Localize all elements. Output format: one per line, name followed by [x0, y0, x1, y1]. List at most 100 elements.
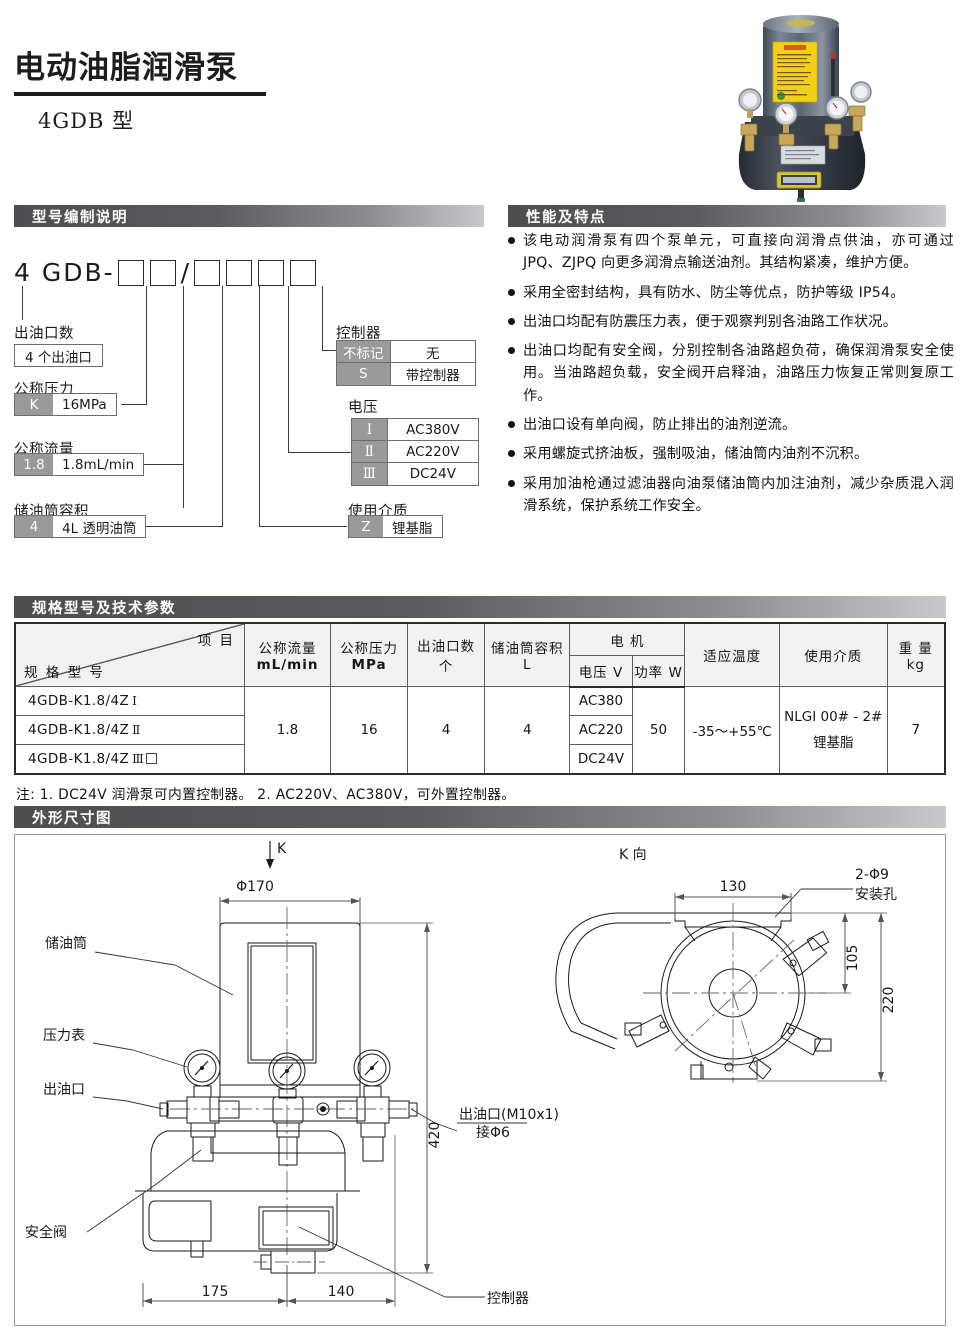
model-code-diagram: 4 GDB - / 出油口数 4 个出油口 公称压力: [0, 248, 500, 558]
label-mount-hole-2: 安装孔: [855, 887, 897, 903]
section-title-spec-table: 规格型号及技术参数: [32, 600, 176, 617]
leader-medium-h: [259, 526, 347, 527]
controller-desc-1: 无: [390, 341, 475, 362]
dim-top-half: 105: [845, 945, 861, 972]
col-header-pressure-unit: MPa: [351, 657, 387, 673]
bullet-icon: [508, 347, 515, 355]
dim-top-width: 130: [720, 879, 747, 895]
voltage-row-1: Ⅰ AC380V: [352, 419, 478, 441]
cell-medium-line1: NLGI 00# - 2#: [784, 708, 883, 725]
voltage-code-1: Ⅰ: [352, 419, 388, 440]
caption-voltage: 电压: [348, 400, 378, 416]
table-note: 注: 1. DC24V 润滑泵可内置控制器。 2. AC220V、AC380V，…: [16, 787, 516, 803]
voltage-code-3: Ⅲ: [352, 463, 388, 485]
controller-code-2: S: [337, 363, 391, 385]
leader-controller-h: [322, 350, 336, 351]
chip-flow-desc: 1.8mL/min: [53, 454, 144, 475]
code-box-3: [194, 259, 221, 286]
leader-voltage-v: [288, 286, 289, 452]
dimension-drawing: K Φ170 420 175 140 储油筒 压力表 出油口 安全阀 控制器 出…: [14, 834, 946, 1326]
col-header-flow-unit: mL/min: [256, 657, 319, 673]
table-header-row-1: 项 目 规 格 型 号 公称流量 mL/min 公称压力 MPa 出油口数: [14, 622, 946, 687]
voltage-row-2: Ⅱ AC220V: [352, 441, 478, 463]
col-header-weight-label: 重 量: [898, 641, 933, 657]
leader-controller-v: [322, 286, 323, 350]
model-code-string: 4 GDB - /: [14, 258, 319, 287]
feature-item: 出油口均配有防震压力表，便于观察判别各油路工作状况。: [508, 311, 954, 333]
col-header-outlets-label: 出油口数: [417, 639, 476, 655]
cell-weight: 7: [886, 686, 946, 774]
cell-voltage-2: AC220: [569, 715, 633, 745]
leader-flow-v: [183, 286, 184, 508]
model-name-2-text: 4GDB-K1.8/4Z: [28, 722, 130, 738]
chip-reservoir: 4 4L 透明油筒: [14, 515, 147, 538]
corner-label-model: 规 格 型 号: [24, 665, 105, 681]
col-header-pressure: 公称压力 MPa: [330, 622, 409, 687]
col-header-motor-group: 电 机: [569, 622, 686, 657]
feature-text: 采用螺旋式挤油板，强制吸油，储油筒内油剂不沉积。: [523, 446, 869, 463]
label-k-view: K 向: [619, 847, 647, 863]
model-code-dash: -: [103, 258, 115, 287]
dim-diameter-top: Φ170: [236, 879, 274, 895]
cell-voltage-1: AC380: [569, 686, 633, 716]
feature-item: 采用加油枪通过滤油器向油泵储油筒内加注油剂，减少杂质混入润滑系统，保护系统工作安…: [508, 473, 954, 518]
col-header-weight-unit: kg: [906, 657, 925, 673]
table-controller: 不标记 无 S 带控制器: [336, 340, 476, 386]
feature-item: 采用螺旋式挤油板，强制吸油，储油筒内油剂不沉积。: [508, 443, 954, 465]
col-header-pressure-label: 公称压力: [340, 641, 399, 657]
voltage-desc-3: DC24V: [387, 463, 478, 485]
code-box-6: [290, 259, 317, 286]
caption-controller: 控制器: [336, 326, 381, 342]
chip-flow-code: 1.8: [15, 454, 53, 475]
label-reservoir: 储油筒: [45, 935, 87, 952]
cell-temperature: -35～+55℃: [684, 686, 780, 774]
model-code-slash: /: [180, 258, 190, 287]
col-header-outlets-unit: 个: [438, 659, 454, 675]
label-outlet: 出油口: [43, 1082, 85, 1098]
cell-voltage-3: DC24V: [569, 744, 633, 774]
leader-pressure-v: [146, 286, 147, 404]
label-outlet-thread-1: 出油口(M10x1): [459, 1107, 559, 1123]
dim-width-left: 175: [202, 1284, 229, 1300]
col-header-reservoir-label: 储油筒容积: [491, 641, 564, 657]
cell-outlets: 4: [407, 686, 486, 774]
voltage-desc-1: AC380V: [387, 419, 478, 440]
spec-table: 项 目 规 格 型 号 公称流量 mL/min 公称压力 MPa 出油口数: [14, 622, 946, 775]
chip-outlets: 4 个出油口: [14, 344, 103, 367]
section-header-model-code: 型号编制说明: [14, 205, 484, 227]
chip-reservoir-code: 4: [15, 516, 53, 537]
dim-top-total: 220: [881, 987, 897, 1014]
col-header-medium: 使用介质: [778, 622, 888, 687]
feature-item: 该电动润滑泵有四个泵单元，可直接向润滑点供油，亦可通过 JPQ、ZJPQ 向更多…: [508, 230, 954, 275]
section-title-dimensions: 外形尺寸图: [32, 810, 112, 827]
col-header-reservoir: 储油筒容积 L: [484, 622, 571, 687]
col-header-flow: 公称流量 mL/min: [243, 622, 332, 687]
leader-reservoir-h: [135, 526, 223, 527]
chip-medium-desc: 锂基脂: [383, 516, 442, 537]
col-header-outlets: 出油口数 个: [407, 622, 486, 687]
leader-reservoir-v: [222, 286, 223, 526]
product-photo: [715, 4, 895, 202]
code-box-4: [226, 259, 253, 286]
controller-row-2: S 带控制器: [337, 363, 475, 385]
chip-medium: Z 锂基脂: [348, 515, 443, 538]
bullet-icon: [508, 237, 515, 244]
section-header-spec-table: 规格型号及技术参数: [14, 596, 946, 618]
bullet-icon: [508, 317, 515, 325]
corner-cell: 项 目 规 格 型 号: [14, 622, 245, 687]
col-header-flow-label: 公称流量: [258, 641, 317, 657]
voltage-code-2: Ⅱ: [352, 441, 388, 462]
chip-reservoir-desc: 4L 透明油筒: [53, 516, 146, 537]
col-header-temperature: 适应温度: [684, 622, 780, 687]
bullet-icon: [508, 450, 515, 458]
chip-pressure-code: K: [15, 394, 53, 415]
page-subtitle: 4GDB 型: [38, 108, 135, 133]
section-header-dimensions: 外形尺寸图: [14, 806, 946, 828]
model-code-prefix: 4 GDB: [14, 258, 104, 287]
chip-pressure-desc: 16MPa: [53, 394, 116, 415]
chip-pressure: K 16MPa: [14, 393, 117, 416]
bullet-icon: [508, 288, 515, 296]
